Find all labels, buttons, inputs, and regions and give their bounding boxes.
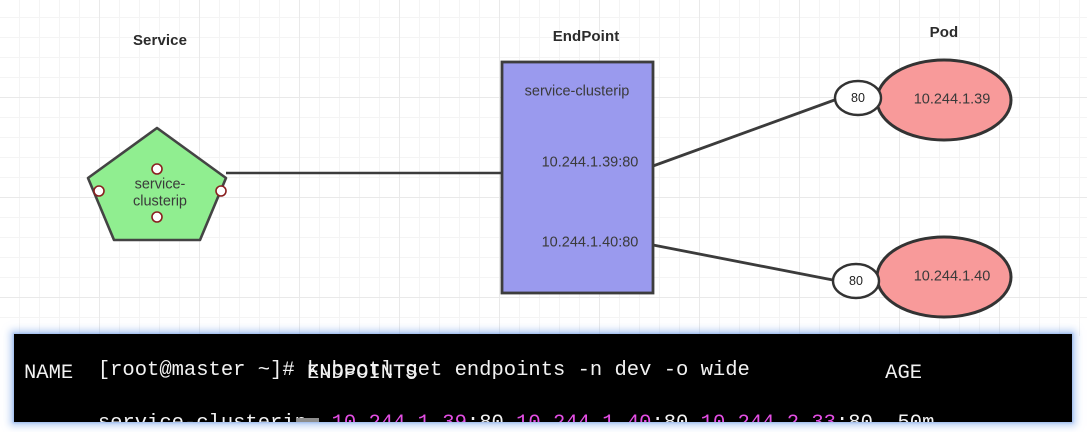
terminal-row-name: service-clusterip [98, 412, 307, 422]
service-pentagon-shape[interactable] [86, 126, 228, 242]
terminal-endpoint-separator-2: , [688, 412, 700, 422]
pod-port-circle-1[interactable] [833, 79, 883, 117]
terminal-endpoint-ip-2: 10.244.1.40 [516, 412, 651, 422]
terminal-header-row: NAME ENDPOINTS AGE [24, 362, 923, 385]
terminal-endpoint-port-1: :80 [467, 412, 504, 422]
diagram-graphics [86, 58, 1013, 319]
terminal-prompt: [root@master ~]# [97, 359, 307, 382]
endpoint-box-shape[interactable] [500, 60, 655, 295]
title-pod: Pod [929, 24, 959, 41]
pod-port-circle-2[interactable] [831, 262, 881, 300]
service-connection-dot-top[interactable] [151, 163, 163, 175]
terminal-endpoint-ip-3: 10.244.2.33 [701, 412, 836, 422]
terminal-command: kubectl get endpoints -n dev -o wide [306, 359, 750, 382]
pod-port-label-1: 80 [851, 91, 865, 105]
title-endpoint: EndPoint [552, 28, 620, 45]
terminal-command-line: [root@master ~]# kubectl get endpoints -… [24, 336, 750, 405]
terminal-endpoint-separator-1: , [504, 412, 516, 422]
terminal-data-row: service-clusterip 10.244.1.39:80,10.244.… [24, 389, 935, 422]
endpoint-name-label: service-clusterip [524, 83, 630, 100]
terminal-row-age-gap [873, 412, 898, 422]
terminal-endpoint-port-3: :80 [836, 412, 873, 422]
title-service: Service [132, 32, 188, 49]
service-connection-dot-right[interactable] [215, 185, 227, 197]
terminal-endpoint-port-2: :80 [651, 412, 688, 422]
pod-ip-label-1: 10.244.1.39 [913, 91, 991, 108]
diagram-canvas: Service EndPoint Pod service-clusterip s… [0, 0, 1087, 336]
terminal-endpoint-ip-1: 10.244.1.39 [332, 412, 467, 422]
service-connection-dot-left[interactable] [93, 185, 105, 197]
endpoint-entry-1: 10.244.1.39:80 [541, 154, 639, 171]
terminal-panel[interactable]: [root@master ~]# kubectl get endpoints -… [14, 334, 1072, 422]
endpoint-entry-2: 10.244.1.40:80 [541, 234, 639, 251]
pod-port-label-2: 80 [849, 274, 863, 288]
terminal-cursor-block [297, 418, 319, 422]
service-connection-dot-bottom[interactable] [151, 211, 163, 223]
terminal-row-age: 50m [898, 412, 935, 422]
connector-endpoint-to-pod-2 [652, 243, 839, 283]
pod-ip-label-2: 10.244.1.40 [913, 268, 991, 285]
connector-endpoint-to-pod-1 [652, 96, 841, 168]
service-node-label: service-clusterip [133, 176, 187, 209]
